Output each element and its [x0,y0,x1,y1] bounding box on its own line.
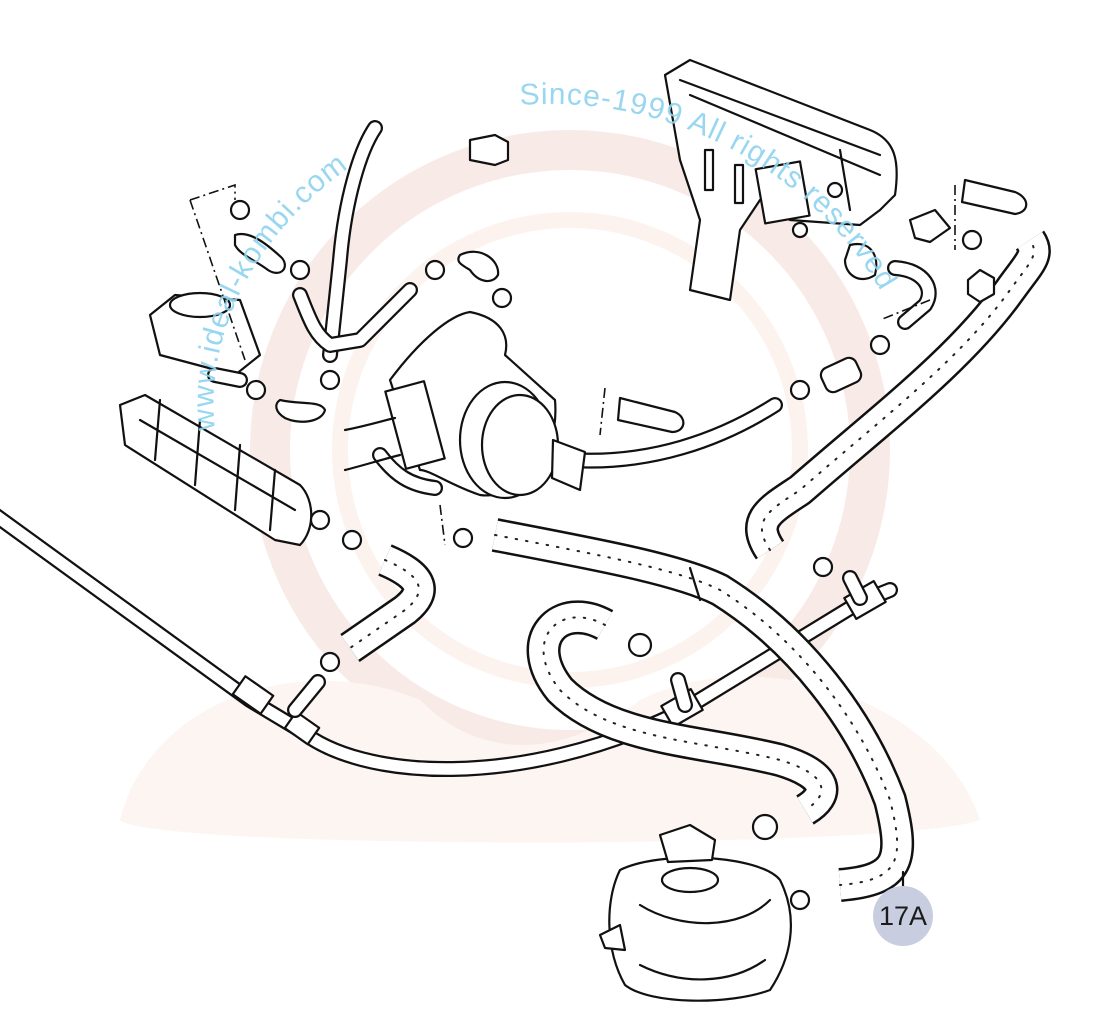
hose-main-right [745,230,1051,560]
fasteners [229,133,1028,911]
expansion-tank [598,823,792,1002]
callout-badge: 17A [873,886,933,946]
water-pump [343,310,587,500]
hose-small-pieces [233,232,863,423]
hose-short-left [340,544,436,662]
oil-cooler [148,183,262,388]
hose-long-lower [491,518,915,902]
cylinder-head [663,58,898,302]
metal-pipes-upper [292,120,937,496]
hose-loop [526,600,839,825]
